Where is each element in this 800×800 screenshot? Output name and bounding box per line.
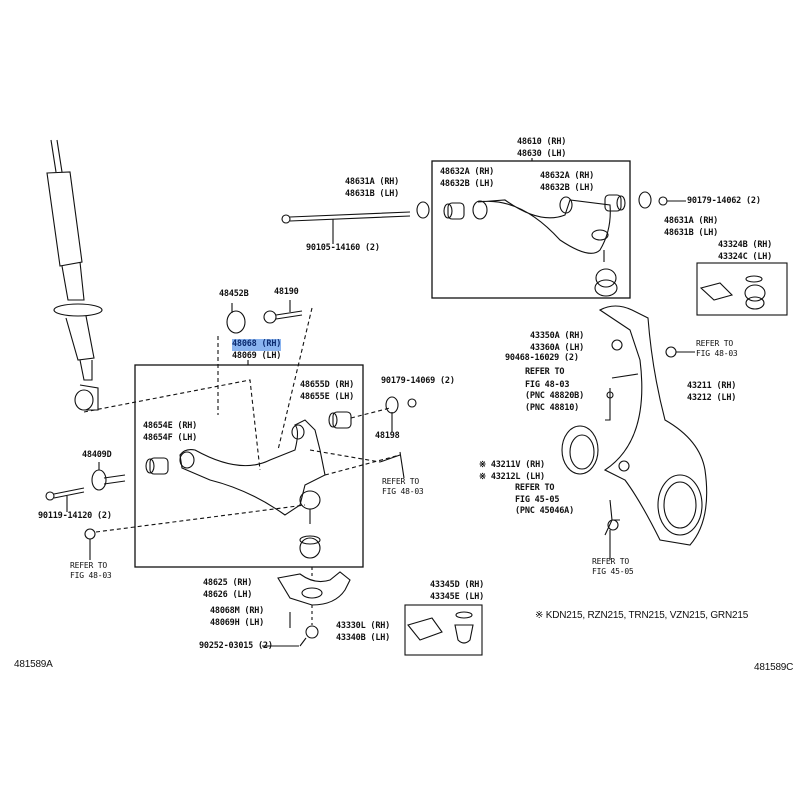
label-line: FIG 48-03 [696,349,738,358]
steering-knuckle-drawing [561,305,708,560]
upper-bolt-drawing [281,211,411,244]
label-boot-kit-upper[interactable]: 43324B (RH)43324C (LH) [718,240,772,263]
label-line: 48069H (LH) [210,617,265,628]
label-nut-upper[interactable]: 90179-14062 (2) [687,196,761,206]
label-knuckle[interactable]: 43211 (RH)43212 (LH) [687,381,736,404]
label-line: FIG 45-05 [515,494,560,505]
label-line: REFER TO [525,367,565,377]
label-cam-lower[interactable]: 48409D [82,450,112,460]
label-line: 48631B (LH) [664,227,719,238]
boot-kit-upper-box [696,262,788,316]
label-line: 48654E (RH) [143,421,198,431]
label-line: 48610 (RH) [517,137,567,147]
label-bolt-lower[interactable]: 90119-14120 (2) [38,511,112,521]
label-line: (PNC 48810) [525,402,580,413]
label-bushing-upper-right[interactable]: 48632A (RH)48632B (LH) [540,171,594,194]
label-refer-48-03-c[interactable]: REFER TO FIG 48-03 [525,366,569,392]
upper-arm-drawing [416,191,686,297]
label-line: FIG 48-03 [382,487,424,496]
label-line: 48630 (LH) [517,148,567,159]
label-line: REFER TO [592,557,629,566]
figure-id-right: 481589C [754,662,794,673]
label-line: 43350A (RH) [530,331,585,341]
label-line: FIG 48-03 [525,380,570,390]
label-nut-lower[interactable]: 90179-14069 (2) [381,376,455,386]
label-line: REFER TO [515,483,555,493]
model-note: ※ KDN215, RZN215, TRN215, VZN215, GRN215 [535,610,749,621]
label-line: 43340B (LH) [336,632,391,643]
label-cam-bolt[interactable]: 48190 [274,287,299,297]
label-line: REFER TO [696,339,733,348]
figure-id-left: 481589A [14,659,53,670]
label-washer-lower[interactable]: 48198 [375,431,400,441]
label-washer-upper-right[interactable]: 48631A (RH)48631B (LH) [664,216,718,239]
label-line: FIG 45-05 [592,567,634,576]
label-line: 43345E (LH) [430,591,485,602]
label-line: 48655E (LH) [300,391,355,402]
label-bushing-upper-left[interactable]: 48632A (RH)48632B (LH) [440,167,494,190]
label-line: 48632A (RH) [540,171,595,181]
label-lower-arm[interactable]: 48068 (RH)48069 (LH) [232,339,281,362]
label-line: 43345D (RH) [430,580,485,590]
label-line: 48625 (RH) [203,578,253,588]
label-line: 48631B (LH) [345,188,400,199]
label-cotter-pin[interactable]: 90468-16029 (2) [505,353,579,363]
lower-arm-drawing [145,396,417,559]
label-cotter-pin-lower[interactable]: 90252-03015 (2) [199,641,273,651]
label-line: 48631A (RH) [345,177,400,187]
shock-absorber-drawing [46,139,103,411]
label-line: (PNC 45046A) [515,506,575,516]
label-line: 43324B (RH) [718,240,773,250]
label-line: 48632A (RH) [440,167,495,177]
label-line: 43212 (LH) [687,392,737,403]
label-cam-plate[interactable]: 48452B [219,289,249,299]
label-line: 48626 (LH) [203,589,253,600]
ball-joint-drawing [262,567,351,647]
label-line: (PNC 48820B) [525,391,585,401]
label-boot-kit-lower[interactable]: 43345D (RH)43345E (LH) [430,580,484,603]
label-line: 48632B (LH) [440,178,495,189]
label-ball-joint-bolt[interactable]: 48068M (RH)48069H (LH) [210,606,264,629]
cam-parts-drawing [83,300,313,471]
label-line: 48631A (RH) [664,216,719,226]
boot-kit-upper-drawing [699,275,766,310]
label-line-highlighted: 48068 (RH) [232,339,282,351]
label-line: 48655D (RH) [300,380,355,390]
label-line: REFER TO [382,477,419,486]
label-line: ※ 43211V (RH) [479,460,545,470]
label-line: REFER TO [70,561,107,570]
label-pnc-stab[interactable]: (PNC 48820B)(PNC 48810) [525,391,584,414]
label-line: 48632B (LH) [540,182,595,193]
label-bushing-lower-rear[interactable]: 48655D (RH)48655E (LH) [300,380,354,403]
label-bushing-lower-front[interactable]: 48654E (RH)48654F (LH) [143,421,197,444]
label-line: FIG 48-03 [70,571,112,580]
boot-kit-lower-drawing [407,611,474,644]
label-line: 48069 (LH) [232,350,282,361]
cam-lower-drawing [45,462,306,560]
lower-arm-group-box [134,364,364,568]
label-upper-arm[interactable]: 48610 (RH)48630 (LH) [517,137,566,160]
label-castle-nut[interactable]: 43330L (RH)43340B (LH) [336,621,390,644]
label-line: 48654F (LH) [143,432,198,443]
label-line: 43324C (LH) [718,251,773,262]
label-line: ※ 43212L (LH) [479,471,545,482]
label-line: 43360A (LH) [530,342,585,353]
label-line: 48068M (RH) [210,606,265,616]
label-line: 43211 (RH) [687,381,737,391]
label-stab-nut[interactable]: 43350A (RH)43360A (LH) [530,331,584,354]
label-ball-joint[interactable]: 48625 (RH)48626 (LH) [203,578,252,601]
upper-arm-group-box [431,160,631,299]
label-dust-seal[interactable]: ※ 43211V (RH)※ 43212L (LH) [479,460,545,483]
label-line: 43330L (RH) [336,621,391,631]
label-bolt-washer[interactable]: 48631A (RH)48631B (LH) [345,177,399,200]
label-bolt-upper[interactable]: 90105-14160 (2) [306,243,380,253]
boot-kit-lower-box [404,604,483,656]
